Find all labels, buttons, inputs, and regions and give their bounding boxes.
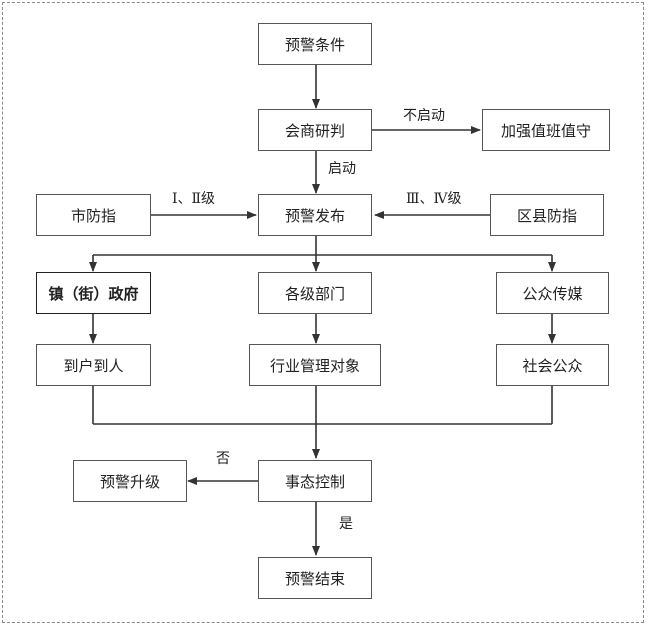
node-door-to-door: 到户到人: [36, 344, 151, 386]
node-warning-release: 预警发布: [258, 194, 372, 236]
node-escalate: 预警升级: [73, 460, 187, 502]
node-public-media: 公众传媒: [496, 272, 609, 314]
label-not-start: 不启动: [403, 108, 445, 124]
node-warning-end: 预警结束: [258, 557, 372, 599]
node-city-command: 市防指: [36, 194, 151, 236]
node-strengthen-duty: 加强值班值守: [482, 109, 610, 151]
label-start: 启动: [328, 161, 356, 177]
label-yes: 是: [339, 516, 353, 532]
node-public: 社会公众: [496, 344, 609, 386]
node-district-command: 区县防指: [490, 194, 604, 236]
node-consultation: 会商研判: [258, 109, 372, 151]
node-industry-targets: 行业管理对象: [249, 344, 381, 386]
node-warning-condition: 预警条件: [258, 23, 372, 65]
node-departments: 各级部门: [258, 272, 372, 314]
node-situation-control: 事态控制: [258, 460, 372, 502]
label-no: 否: [216, 451, 230, 467]
node-town-government: 镇（街）政府: [36, 272, 151, 314]
label-level-1-2: Ⅰ、Ⅱ级: [172, 191, 216, 207]
label-level-3-4: Ⅲ、Ⅳ级: [406, 191, 462, 207]
